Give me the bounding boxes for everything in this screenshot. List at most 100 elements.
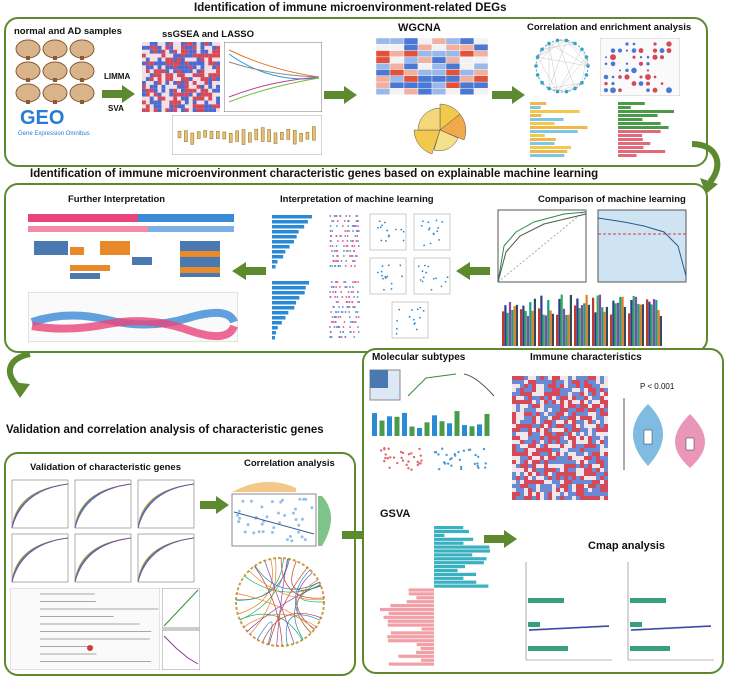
decor-circle xyxy=(350,255,353,257)
decor-rect xyxy=(576,380,580,384)
decor-rect xyxy=(568,492,572,496)
decor-circle xyxy=(652,87,658,93)
decor-rect xyxy=(596,424,600,428)
decor-circle xyxy=(341,311,344,313)
decor-rect xyxy=(305,131,310,140)
geo-logo: GEO xyxy=(20,107,65,129)
decor-rect xyxy=(512,428,516,432)
decor-rect xyxy=(568,384,572,388)
decor-rect xyxy=(192,108,197,112)
decor-rect xyxy=(520,456,524,460)
decor-rect xyxy=(572,388,576,392)
decor-rect xyxy=(204,92,209,97)
decor-circle xyxy=(659,627,661,630)
decor-rect xyxy=(161,49,166,54)
decor-rect xyxy=(272,331,276,335)
decor-rect xyxy=(11,533,69,583)
decor-rect xyxy=(431,75,447,83)
decor-rect xyxy=(596,492,600,496)
decor-rect xyxy=(568,404,572,408)
decor-rect xyxy=(177,108,181,112)
decor-circle xyxy=(329,326,331,328)
decor-circle xyxy=(386,229,389,232)
decor-rect xyxy=(157,73,162,78)
decor-rect xyxy=(536,444,540,448)
decor-rect xyxy=(536,400,540,404)
decor-rect xyxy=(177,100,181,105)
decor-circle xyxy=(384,275,387,278)
decor-rect xyxy=(596,392,600,396)
decor-rect xyxy=(512,440,516,444)
arrow-right-icon xyxy=(200,496,229,514)
decor-rect xyxy=(544,400,548,404)
decor-rect xyxy=(177,81,181,85)
decor-circle xyxy=(384,453,387,456)
decor-rect xyxy=(208,104,213,109)
decor-circle xyxy=(346,230,349,232)
decor-circle xyxy=(571,626,573,629)
decor-rect xyxy=(621,296,624,346)
decor-circle xyxy=(290,539,294,543)
decor-circle xyxy=(388,466,391,469)
decor-rect xyxy=(169,45,174,50)
decor-rect xyxy=(532,392,536,396)
decor-rect xyxy=(536,384,540,388)
decor-rect xyxy=(592,424,596,428)
decor-rect xyxy=(544,416,548,420)
decor-rect xyxy=(149,81,154,85)
decor-rect xyxy=(604,484,608,488)
decor-rect xyxy=(196,57,201,62)
decor-rect xyxy=(604,388,608,392)
decor-rect xyxy=(216,131,220,139)
decor-rect xyxy=(540,428,544,432)
decor-rect xyxy=(584,396,588,400)
decor-rect xyxy=(380,607,434,612)
decor-rect xyxy=(181,77,185,81)
decor-rect xyxy=(568,476,572,480)
decor-rect xyxy=(200,92,205,97)
decor-rect xyxy=(212,53,217,58)
decor-circle xyxy=(457,450,460,454)
decor-rect xyxy=(421,658,434,662)
decor-circle xyxy=(377,226,379,229)
decor-rect xyxy=(592,420,596,424)
decor-rect xyxy=(524,392,528,396)
decor-rect xyxy=(528,432,532,436)
decor-rect xyxy=(588,436,592,440)
decor-rect xyxy=(576,464,580,468)
decor-rect xyxy=(184,69,189,74)
decor-circle xyxy=(459,465,463,469)
decor-rect xyxy=(536,392,540,396)
decor-line xyxy=(535,40,558,67)
decor-rect xyxy=(592,460,596,464)
decor-circle xyxy=(272,526,276,530)
decor-rect xyxy=(145,61,150,66)
decor-rect xyxy=(516,392,520,396)
decor-circle xyxy=(595,625,597,628)
decor-rect xyxy=(153,81,158,85)
decor-line xyxy=(557,56,587,92)
decor-circle xyxy=(564,38,569,43)
decor-circle xyxy=(356,230,359,232)
decor-rect xyxy=(216,100,220,105)
decor-circle xyxy=(703,625,705,628)
decor-circle xyxy=(340,260,343,262)
decor-rect xyxy=(188,57,193,62)
decor-rect xyxy=(556,424,560,428)
decor-rect xyxy=(142,104,146,109)
decor-rect xyxy=(536,460,540,464)
decor-rect xyxy=(165,104,170,109)
decor-rect xyxy=(524,376,528,380)
decor-rect xyxy=(212,49,217,54)
decor-rect xyxy=(192,84,197,89)
decor-circle xyxy=(395,332,398,335)
decor-path xyxy=(236,558,284,601)
decor-path xyxy=(74,483,132,529)
decor-circle xyxy=(583,626,585,629)
decor-rect xyxy=(165,65,170,70)
decor-rect xyxy=(280,132,284,140)
decor-rect xyxy=(192,73,197,78)
decor-rect xyxy=(520,420,524,424)
decor-path xyxy=(294,581,320,640)
decor-rect xyxy=(549,310,552,346)
